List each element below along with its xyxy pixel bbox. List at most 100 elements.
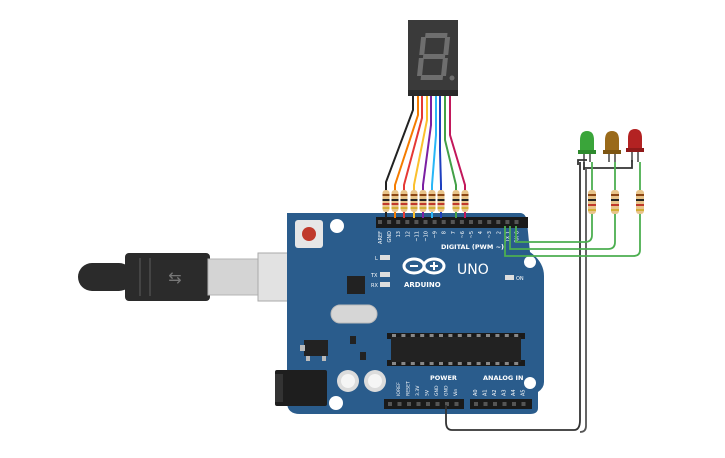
led-l-indicator bbox=[380, 255, 390, 260]
usb-strain-relief bbox=[78, 263, 133, 291]
smd-component bbox=[360, 352, 366, 360]
digital-label: DIGITAL (PWM ~) bbox=[441, 243, 504, 251]
header-pin[interactable] bbox=[474, 402, 478, 406]
power-pin-label: 3.3V bbox=[415, 385, 421, 396]
analog-pin-label: A0 bbox=[473, 389, 479, 396]
display-resistor bbox=[410, 190, 418, 212]
on-led bbox=[505, 275, 514, 280]
header-pin[interactable] bbox=[487, 220, 492, 224]
smd-component bbox=[350, 336, 356, 344]
header-pin[interactable] bbox=[396, 220, 401, 224]
analog-pin-label: A4 bbox=[511, 389, 517, 396]
header-pin[interactable] bbox=[407, 402, 411, 406]
top-pin-label: TX 1 bbox=[505, 231, 511, 243]
header-pin[interactable] bbox=[478, 220, 483, 224]
header-pin[interactable] bbox=[469, 220, 473, 224]
power-pin-label: Vin bbox=[453, 389, 459, 396]
seven-segment-digit-8-icon bbox=[417, 33, 451, 80]
header-pin[interactable] bbox=[426, 402, 430, 406]
header-pin[interactable] bbox=[450, 220, 455, 224]
led-wires bbox=[445, 159, 641, 433]
top-pin-label: ~3 bbox=[487, 231, 493, 238]
power-pin-label: 5V bbox=[425, 389, 431, 396]
top-pin-label: RX 0 bbox=[515, 231, 521, 243]
board-model: UNO bbox=[457, 262, 489, 278]
red-led-signal bbox=[504, 162, 641, 257]
led-tx-label: TX bbox=[370, 273, 378, 279]
usb-symbol-icon: ⇆ bbox=[168, 268, 181, 287]
reset-button[interactable] bbox=[302, 227, 316, 241]
header-pin[interactable] bbox=[414, 220, 419, 224]
display-resistor bbox=[461, 190, 469, 212]
power-label: POWER bbox=[430, 374, 457, 382]
header-pin[interactable] bbox=[483, 402, 488, 406]
top-pin-label: 4 bbox=[478, 231, 484, 234]
header-pin[interactable] bbox=[514, 220, 519, 224]
top-pin-label: 2 bbox=[496, 231, 502, 234]
header-pin[interactable] bbox=[388, 402, 392, 406]
led-yellow[interactable] bbox=[603, 131, 621, 162]
top-pin-label: 13 bbox=[396, 231, 402, 237]
header-pin[interactable] bbox=[397, 402, 402, 406]
led-resistor-green bbox=[588, 190, 596, 214]
mounting-hole bbox=[329, 396, 343, 410]
header-pin[interactable] bbox=[505, 220, 510, 224]
header-pin[interactable] bbox=[512, 402, 516, 406]
dc-barrel-jack[interactable] bbox=[275, 370, 327, 406]
led-red[interactable] bbox=[626, 129, 644, 162]
green-led-signal bbox=[515, 162, 593, 243]
header-pin[interactable] bbox=[496, 220, 501, 224]
led-resistor-red bbox=[636, 190, 644, 214]
arduino-logo-text: ARDUINO bbox=[404, 281, 441, 289]
led-tx-indicator bbox=[380, 272, 390, 277]
top-pin-label: ~11 bbox=[414, 231, 420, 242]
header-pin[interactable] bbox=[432, 220, 437, 224]
on-label: ON bbox=[516, 276, 524, 282]
display-resistor bbox=[452, 190, 460, 212]
arduino-logo bbox=[402, 257, 446, 275]
display-resistor bbox=[382, 190, 390, 212]
top-pin-label: 12 bbox=[405, 231, 411, 237]
ground-wire-outer bbox=[579, 168, 587, 433]
seven-segment-display[interactable] bbox=[408, 20, 458, 96]
power-pin-label: RESET bbox=[406, 381, 412, 396]
power-header bbox=[384, 399, 464, 409]
header-pin[interactable] bbox=[378, 220, 382, 224]
ground-wire-return bbox=[577, 159, 587, 165]
header-pin[interactable] bbox=[502, 402, 507, 406]
header-pin[interactable] bbox=[423, 220, 428, 224]
power-pin-label: IOREF bbox=[396, 382, 402, 396]
led-resistor-yellow bbox=[611, 190, 619, 214]
header-pin[interactable] bbox=[387, 220, 392, 224]
top-pin-label: AREF bbox=[378, 231, 384, 244]
ground-wire bbox=[583, 160, 633, 169]
header-pin[interactable] bbox=[435, 402, 440, 406]
mounting-hole bbox=[524, 377, 536, 389]
power-pin-label: GND bbox=[434, 385, 440, 396]
header-pin[interactable] bbox=[441, 220, 446, 224]
header-pin[interactable] bbox=[521, 402, 526, 406]
header-pin[interactable] bbox=[454, 402, 459, 406]
header-pin[interactable] bbox=[405, 220, 410, 224]
header-pin[interactable] bbox=[459, 220, 464, 224]
decimal-point bbox=[449, 75, 455, 81]
display-resistor bbox=[391, 190, 399, 212]
header-pin[interactable] bbox=[416, 402, 421, 406]
voltage-regulator bbox=[304, 340, 328, 356]
usb-cable[interactable]: ⇆ bbox=[78, 252, 321, 302]
header-pin[interactable] bbox=[493, 402, 497, 406]
header-pin[interactable] bbox=[445, 402, 449, 406]
analog-header bbox=[470, 399, 532, 409]
yellow-led-signal bbox=[509, 162, 616, 250]
led-green[interactable] bbox=[578, 131, 596, 162]
display-resistor bbox=[437, 190, 445, 212]
mounting-hole bbox=[524, 256, 536, 268]
usb-connector-metal bbox=[207, 258, 261, 296]
led-rx-label: RX bbox=[371, 283, 378, 289]
wire-black bbox=[385, 96, 414, 218]
usb-interface-chip bbox=[347, 276, 365, 294]
display-resistor bbox=[428, 190, 436, 212]
mounting-hole bbox=[330, 219, 344, 233]
